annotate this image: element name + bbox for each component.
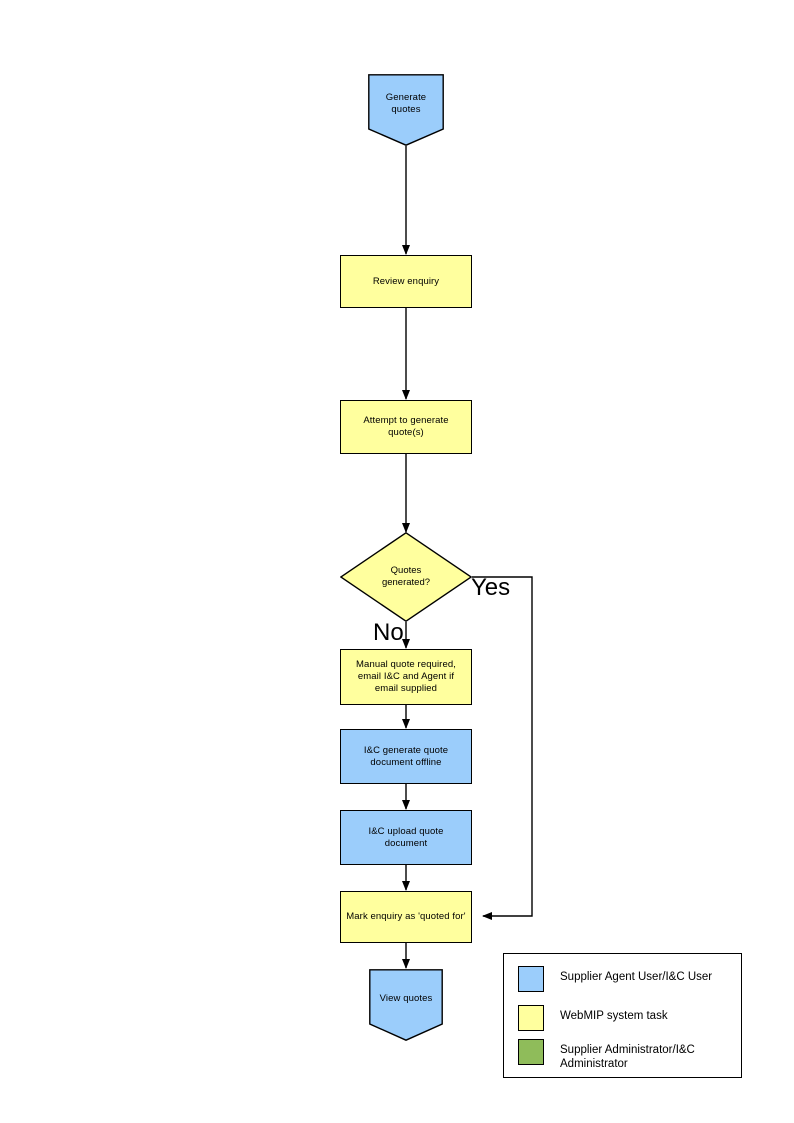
pentagon-shape: [368, 74, 444, 146]
node-attempt-generate-quotes[interactable]: Attempt to generate quote(s): [340, 400, 472, 454]
legend-swatch-admin: [518, 1039, 544, 1065]
node-manual-quote-required[interactable]: Manual quote required, email I&C and Age…: [340, 649, 472, 705]
node-quotes-generated-decision[interactable]: Quotes generated?: [340, 532, 472, 622]
node-ic-generate-quote-document[interactable]: I&C generate quote document offline: [340, 729, 472, 784]
node-generate-quotes[interactable]: Generate quotes: [368, 74, 444, 146]
node-label: Review enquiry: [372, 275, 440, 287]
node-label: Mark enquiry as 'quoted for': [346, 911, 466, 922]
node-view-quotes[interactable]: View quotes: [369, 969, 443, 1041]
node-label: I&C upload quote document: [368, 825, 444, 849]
legend-item-user: Supplier Agent User/I&C User: [518, 966, 712, 992]
legend-item-system: WebMIP system task: [518, 1005, 668, 1031]
node-review-enquiry[interactable]: Review enquiry: [340, 255, 472, 308]
node-label: Quotes generated?: [381, 565, 431, 588]
edge-label-no: No: [373, 619, 404, 646]
node-label: View quotes: [379, 993, 433, 1004]
pentagon-shape: [369, 969, 443, 1041]
node-label: I&C generate quote document offline: [363, 744, 449, 768]
node-ic-upload-quote-document[interactable]: I&C upload quote document: [340, 810, 472, 865]
edge-label-yes: Yes: [471, 574, 511, 601]
node-mark-enquiry-quoted-for[interactable]: Mark enquiry as 'quoted for': [340, 891, 472, 943]
node-label: Manual quote required, email I&C and Age…: [356, 659, 456, 694]
legend: Supplier Agent User/I&C User WebMIP syst…: [503, 953, 742, 1078]
legend-swatch-user: [518, 966, 544, 992]
edge-decision-yes-to-mark: [472, 576, 533, 920]
legend-label: WebMIP system task: [560, 1010, 668, 1022]
legend-label: Supplier Administrator/I&C Administrator: [560, 1044, 695, 1070]
legend-swatch-system: [518, 1005, 544, 1031]
diamond-shape: [340, 532, 472, 622]
legend-label: Supplier Agent User/I&C User: [560, 971, 713, 983]
node-label: Generate quotes: [385, 92, 427, 115]
legend-item-admin: Supplier Administrator/I&C Administrator: [518, 1039, 695, 1071]
node-label: Attempt to generate quote(s): [363, 415, 449, 438]
